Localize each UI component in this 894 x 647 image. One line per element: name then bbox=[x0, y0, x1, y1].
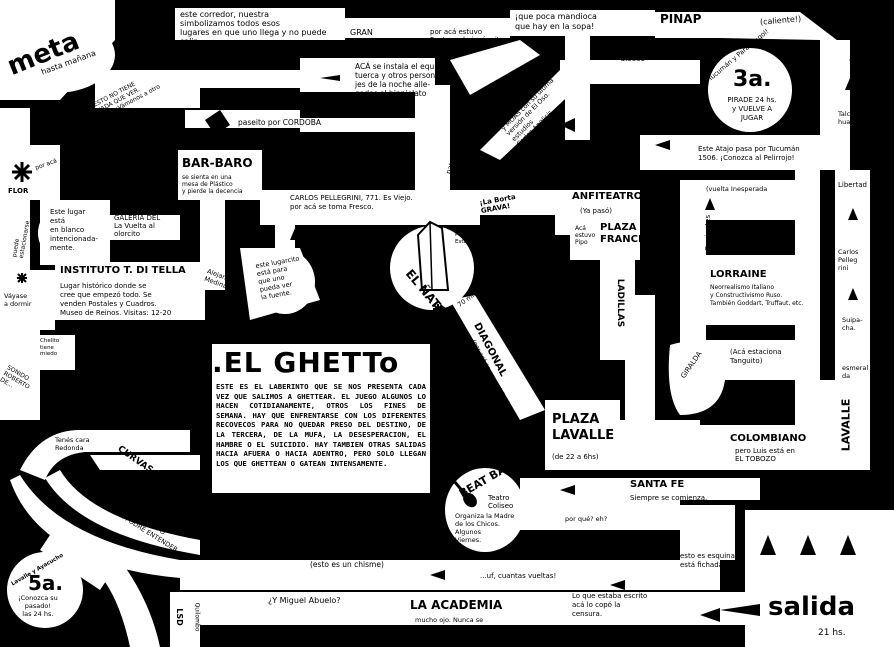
santa-fe-label: SANTA FE bbox=[630, 479, 685, 490]
corredor-label: este corredor, nuestra simbolizamos todo… bbox=[180, 10, 327, 46]
obelisk-icon bbox=[416, 220, 450, 291]
chelito-label: Chelito tiene miedo bbox=[40, 338, 60, 357]
lsd-label: LSD bbox=[174, 608, 184, 626]
instituto-label: INSTITUTO T. DI TELLA bbox=[60, 265, 186, 276]
de-22-label: (de 22 a 6hs) bbox=[552, 453, 599, 461]
libertad-label: Libertad bbox=[838, 181, 867, 189]
mucho-ojo-label: mucho ojo. Nunca se sabe quien es quien. bbox=[415, 616, 484, 632]
gran-naufragio-label: GRAN NAUFRAGIO bbox=[350, 28, 398, 47]
este-lugar-blanco-label: Este lugar está en blanco intencionada- … bbox=[50, 208, 98, 252]
prohibido-label: Prohibido Estacionar bbox=[455, 232, 484, 245]
conozca-pasado-label: ¡Conozca su pasado! las 24 hs. bbox=[18, 594, 58, 618]
fontana-label: por acá estuvo Fontana de incógnito. bbox=[430, 28, 506, 44]
quilombo-label: Quilombo bbox=[193, 602, 201, 632]
organiza-label: Organiza la Madre de los Chicos. Algunos… bbox=[455, 512, 515, 544]
vayase-label: Váyase a dormir bbox=[4, 292, 32, 308]
lo-que-estaba-label: Lo que estaba escrito acá lo copó la cen… bbox=[572, 592, 648, 618]
mandioca-label: ¡que poca mandioca que hay en la sopa! bbox=[515, 12, 597, 31]
corrientes-label: Corrientes bbox=[704, 214, 713, 252]
pinap-label: PINAP bbox=[660, 12, 702, 26]
discos-label: discos bbox=[620, 54, 645, 63]
aca-estaciona-label: (Acá estaciona Tanguito) bbox=[730, 348, 782, 365]
flor-label: FLOR bbox=[8, 187, 29, 195]
pero-luis-label: pero Luis está en EL TOBOZO bbox=[735, 447, 795, 463]
teatro-coliseo-label: Teatro Coliseo bbox=[488, 494, 514, 510]
esto-esquina-label: esto es esquina está fichada bbox=[680, 552, 735, 569]
lorraine-label: LORRAINE bbox=[710, 269, 767, 280]
talcahuano-label: Talca- huano. bbox=[838, 110, 861, 126]
atajo-label: Este Atajo pasa por Tucumán 1506. ¡Conoz… bbox=[698, 145, 800, 162]
carlos-pellegrini-label: CARLOS PELLEGRINI, 771. Es Viejo. por ac… bbox=[290, 194, 413, 211]
plaza-lavalle-label: PLAZA LAVALLE bbox=[552, 412, 615, 443]
pirade-label: PIRADE 24 hs. y VUELVE A JUGAR bbox=[727, 96, 777, 122]
ghetto-title: .EL GHETTo bbox=[212, 346, 400, 379]
vuelta-inesperada-label: (vuelta Inesperada bbox=[706, 185, 768, 193]
carlos-pellegrini-side-label: Carlos Pelleg rini bbox=[838, 248, 859, 272]
bar-baro-label: BAR-BARO bbox=[182, 156, 253, 170]
aca-viene-label: ACA VIENE "PELO" (esto es un chisme) bbox=[310, 550, 384, 569]
salida-label[interactable]: salida bbox=[768, 592, 856, 622]
hs21-label: 21 hs. bbox=[818, 628, 846, 638]
redonda-label: Tenés cara Redonda bbox=[55, 436, 90, 452]
aca-instala-label: ACÁ se instala el equipo tuerca y otros … bbox=[355, 62, 446, 98]
tres-a-label: 3a. bbox=[733, 67, 772, 92]
esmeralda-label: esmeral da bbox=[842, 364, 869, 380]
galeria-label: GALERIA DEL La Vuelta al olorcito suspen… bbox=[114, 214, 161, 246]
y-miguel-label: ¿Y Miguel Abuelo? bbox=[268, 596, 341, 605]
cinco-a-label: 5a. bbox=[28, 571, 64, 595]
ghetto-body: ESTE ES EL LABERINTO QUE SE NOS PRESENTA… bbox=[216, 382, 426, 468]
ghetto-box bbox=[210, 342, 432, 495]
ladillas-label: LADILLAS bbox=[615, 278, 626, 328]
lugar-historico-label: Lugar histórico donde se cree que empezó… bbox=[60, 282, 172, 317]
siempre-label: Siempre se comienza. bbox=[630, 494, 708, 502]
colombiano-label: COLOMBIANO bbox=[730, 433, 807, 444]
se-sienta-label: se sienta en una mesa de Plástico y pier… bbox=[182, 174, 243, 195]
asterisk-icon bbox=[17, 273, 443, 314]
paseito-label: paseito por CORDOBA bbox=[238, 118, 321, 127]
neorrealismo-label: Neorrealismo Italiano y Constructivismo … bbox=[710, 284, 804, 307]
suipacha-label: Suipa- cha. bbox=[842, 316, 863, 332]
ya-paso-label: (Ya pasó) bbox=[580, 207, 612, 215]
anfiteatro-label: ANFITEATRO bbox=[572, 191, 643, 202]
guitar-icon bbox=[453, 480, 477, 508]
la-academia-label: LA ACADEMIA bbox=[410, 598, 503, 612]
lavalle-side-label: LAVALLE bbox=[839, 398, 853, 452]
pipo-label: Acá estuvo Pipo bbox=[575, 225, 596, 246]
flower-icon bbox=[12, 162, 32, 182]
porque-label: por qué? eh? bbox=[565, 515, 608, 523]
plaza-francia-label: PLAZA FRANCIA bbox=[600, 222, 650, 245]
uf-label: ...uf, cuantas vueltas! bbox=[480, 572, 557, 580]
lugarcito-label: este lugarcito está para que uno pueda v… bbox=[254, 254, 301, 302]
